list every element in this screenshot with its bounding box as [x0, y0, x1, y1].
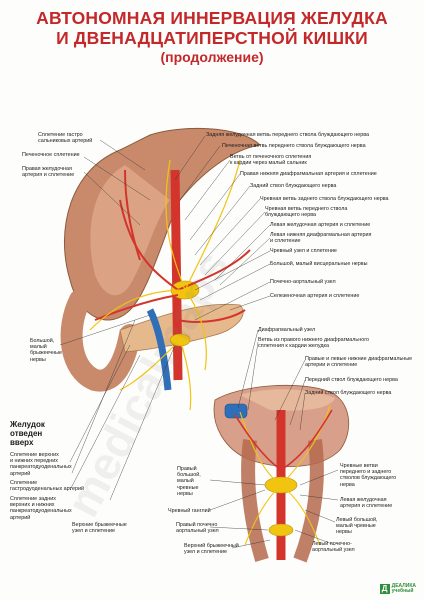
label-phrenic-arteries: Правые и левые нижние диафрагмальные арт… — [305, 356, 413, 369]
label-branch-to-cardia: Ветвь от печеночного сплетения к кардии … — [230, 154, 312, 167]
label-gastroduodenal-plexus: Сплетение гастродуоденальных артерий — [10, 480, 84, 493]
label-splenic-artery: Селезеночная артерия и сплетение — [270, 293, 360, 299]
crus-left — [241, 439, 269, 563]
portal-vein-shape — [146, 308, 172, 391]
esophagus-section — [224, 403, 248, 419]
stomach-inner — [90, 165, 170, 296]
note-stomach-reflected: Желудок отведен вверх — [10, 420, 45, 447]
label-left-splanchnic-nerves: Левый большой, малый чревные нервы — [336, 517, 378, 536]
renal-aortic-ganglion — [268, 523, 294, 537]
label-hepatic-branch: Печеночная ветвь переднего ствола блужда… — [222, 143, 366, 149]
poster-title: АВТОНОМНАЯ ИННЕРВАЦИЯ ЖЕЛУДКА И ДВЕНАДЦА… — [0, 8, 424, 67]
title-line-2: И ДВЕНАДЦАТИПЕРСТНОЙ КИШКИ — [56, 28, 368, 48]
label-superior-mesenteric-ganglion: Верхние брыжеечные узел и сплетение — [72, 522, 127, 535]
label-right-gastric-artery: Правая желудочная артерия и сплетение — [22, 166, 75, 179]
label-aorticorenal-ganglion: Почечно-аортальный узел — [270, 279, 336, 285]
label-anterior-pancreaticoduodenal: Сплетение верхних и нижних передних панк… — [10, 452, 72, 477]
label-posterior-gastric-branch: Задняя желудочная ветвь переднего ствола… — [206, 132, 370, 138]
title-line-1: АВТОНОМНАЯ ИННЕРВАЦИЯ ЖЕЛУДКА — [36, 8, 388, 28]
crus-right — [293, 439, 324, 563]
label-gastroepiploic-plexus: Сплетение гастро сальниковых артерий — [38, 132, 93, 145]
label-branch-right-phrenic-plexus: Ветвь из правого нижнего диафрагмального… — [258, 337, 370, 350]
title-subtitle: (продолжение) — [160, 49, 264, 65]
logo-text: ДЕАЛИКА учебный — [391, 583, 416, 594]
label-left-gastric-artery-inset: Левая желудочная артерия и сплетение — [340, 497, 393, 510]
label-celiac-branch-anterior: Чревная ветвь переднего ствола блуждающе… — [265, 206, 348, 219]
label-celiac-ganglion-inset: Чревный ганглий — [168, 508, 211, 514]
logo-icon: Д — [379, 584, 390, 594]
label-hepatic-plexus: Печеночное сплетение — [22, 152, 80, 158]
label-superior-mesenteric-inset: Верхний брыжеечный узел и сплетение — [184, 543, 239, 556]
label-splanchnic-nerves-left: Большой, малый брыжеечные нервы — [30, 338, 63, 363]
artery-branches — [94, 169, 251, 323]
label-left-gastric-artery: Левая желудочная артерия и сплетение — [270, 222, 371, 228]
label-right-inferior-phrenic: Правая нижняя диафрагмальная артерия и с… — [240, 171, 377, 177]
label-left-inferior-phrenic: Левая нижняя диафрагмальная артерия и сп… — [270, 232, 372, 245]
label-right-aorticorenal-ganglion: Правый почечно аортальный узел — [176, 522, 219, 535]
nerve-branches — [89, 159, 241, 411]
label-posterior-pancreaticoduodenal: Сплетение задних верхних и нижних панкре… — [10, 496, 72, 521]
label-celiac-branch-posterior: Чревная ветвь заднего ствола блуждающего… — [260, 196, 389, 202]
label-splanchnic-nerves: Большой, малый висцеральные нервы — [270, 261, 368, 267]
duodenum-shape — [60, 289, 141, 392]
artery-branches-lower — [234, 409, 333, 471]
label-anterior-vagal-trunk: Передний ствол блуждающего нерва — [305, 377, 398, 383]
label-posterior-vagal-trunk: Задний ствол блуждающего нерва — [250, 183, 337, 189]
publisher-logo: Д ДЕАЛИКА учебный — [379, 583, 416, 594]
label-phrenic-ganglion: Диафрагмальный узел — [258, 327, 316, 333]
label-left-aorticorenal-ganglion: Левый почечно- аортальный узел — [312, 541, 355, 554]
leader-lines-bottom — [209, 329, 339, 549]
label-right-splanchnic-nerves: Правый большой, малый чревные нервы — [177, 466, 201, 497]
leader-lines-top — [59, 135, 271, 501]
label-celiac-branches-vagal: Чревные ветви переднего и заднего стволо… — [340, 463, 397, 488]
stomach-section — [240, 389, 335, 411]
label-posterior-vagal-trunk-inset: Задний ствол блуждающего нерва — [305, 390, 392, 396]
label-celiac-ganglion: Чревный узел и сплетение — [270, 248, 337, 254]
